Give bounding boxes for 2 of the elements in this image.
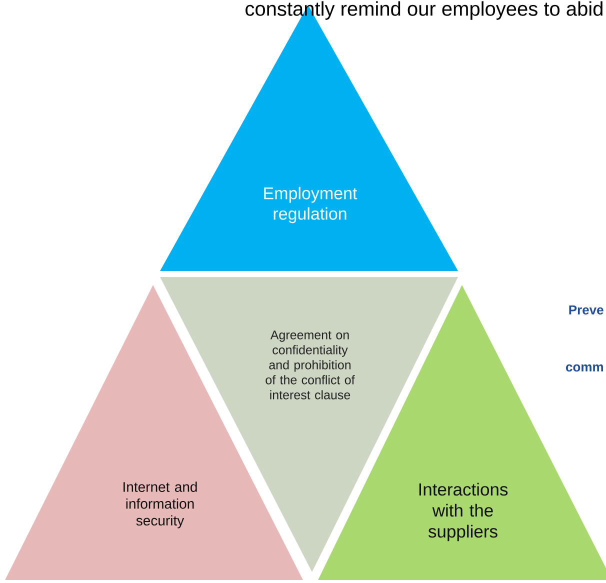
note-text: Preve: [569, 305, 604, 315]
note-text: comm: [566, 364, 603, 372]
